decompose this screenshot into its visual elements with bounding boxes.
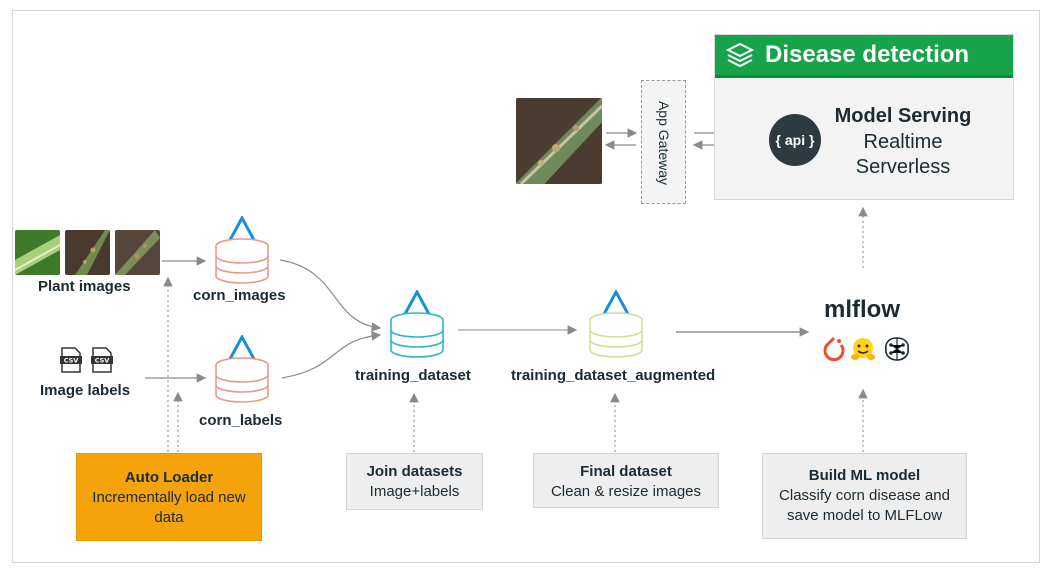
diagram-frame [12, 10, 1040, 563]
auto-loader-step: Auto Loader Incrementally load new data [76, 453, 262, 541]
huggingface-icon [851, 338, 875, 360]
serving-title: Disease detection [765, 41, 970, 68]
image-labels-label: Image labels [40, 382, 131, 399]
final-dataset-title: Final dataset [580, 463, 672, 480]
csv-file-icon: CSV [91, 347, 113, 373]
corn-labels-table-icon [215, 335, 269, 403]
auto-loader-desc: Incrementally load new data [92, 489, 246, 526]
csv-file-icon: CSV [60, 347, 82, 373]
plant-image-3 [115, 230, 160, 275]
pytorch-icon [823, 336, 845, 362]
training-dataset-table-icon [390, 290, 444, 358]
csv-icon-text: CSV [95, 357, 110, 365]
final-dataset-desc: Clean & resize images [550, 483, 702, 500]
corn-images-table-icon [215, 216, 269, 284]
csv-icon-text: CSV [64, 357, 79, 365]
leaf-image [516, 98, 602, 184]
corn-labels-label: corn_labels [199, 412, 283, 429]
build-ml-model-step: Build ML model Classify corn disease and… [762, 453, 967, 539]
plant-image-2 [65, 230, 110, 275]
final-dataset-step: Final dataset Clean & resize images [533, 453, 719, 508]
serving-header: Disease detection [715, 35, 1013, 78]
build-ml-model-title: Build ML model [808, 467, 921, 484]
plant-image-1 [15, 230, 60, 275]
layers-icon [725, 42, 755, 68]
mlflow-logo-text: mlflow [824, 296, 900, 323]
neural-network-icon [885, 337, 909, 361]
corn-images-label: corn_images [193, 287, 286, 304]
auto-loader-title: Auto Loader [124, 469, 214, 486]
join-datasets-title: Join datasets [366, 463, 463, 480]
model-serving-heading: Model Serving [834, 105, 972, 127]
mlflow-logo: mlflow [824, 296, 900, 324]
serverless-label: Serverless [855, 156, 951, 178]
api-badge: { api } [769, 114, 821, 166]
realtime-label: Realtime [863, 131, 943, 153]
model-serving-panel: Disease detection Model Serving Realtime… [714, 34, 1014, 200]
build-ml-model-desc: Classify corn disease and save model to … [779, 487, 950, 524]
training-dataset-label: training_dataset [355, 367, 471, 384]
join-datasets-desc: Image+labels [369, 483, 460, 500]
training-dataset-augmented-table-icon [589, 290, 643, 358]
plant-images-label: Plant images [38, 278, 131, 295]
app-gateway: App Gateway [641, 80, 686, 204]
join-datasets-step: Join datasets Image+labels [346, 453, 483, 510]
training-dataset-augmented-label: training_dataset_augmented [511, 367, 716, 384]
app-gateway-label: App Gateway [656, 100, 672, 186]
